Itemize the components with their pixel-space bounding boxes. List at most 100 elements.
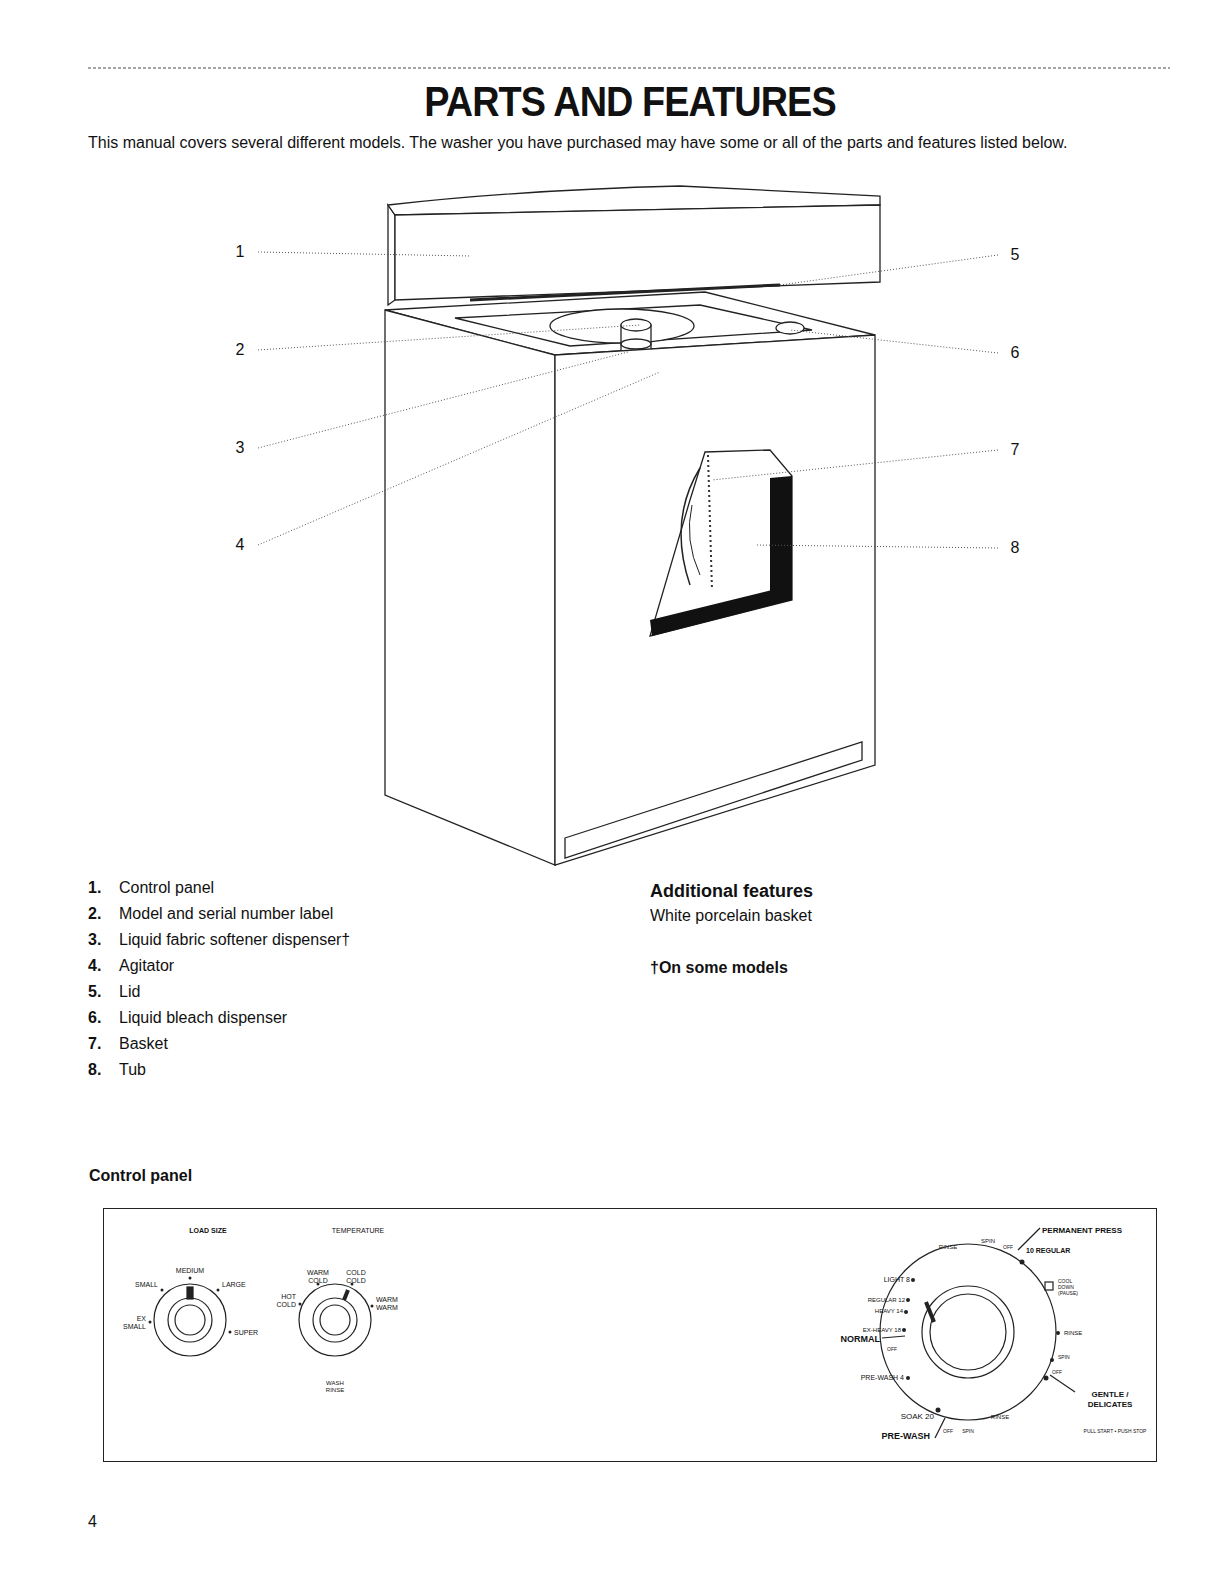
dot <box>936 1408 941 1413</box>
callout-number: 3 <box>236 439 245 457</box>
dial-label: SMALL <box>135 1281 158 1289</box>
footnote: †On some models <box>650 959 788 977</box>
leader-line <box>258 352 628 448</box>
dial-label: GENTLE / DELICATES <box>1075 1390 1145 1408</box>
leader-line <box>790 330 998 353</box>
dial-label: OFF <box>1003 1245 1013 1251</box>
dot <box>161 1289 164 1292</box>
dial-label: PRE-WASH 4 <box>861 1374 904 1382</box>
dial-label: SPIN <box>1058 1355 1070 1361</box>
dial-pointer <box>926 1302 934 1322</box>
console-front <box>395 205 880 300</box>
callout-number: 2 <box>236 341 245 359</box>
dial-label: RINSE <box>991 1414 1009 1421</box>
part-name: Control panel <box>119 879 214 897</box>
leader-line <box>755 545 998 548</box>
dial-label: EX-HEAVY 18 <box>863 1327 901 1334</box>
washer-body <box>385 186 880 865</box>
lid-edge <box>470 285 780 300</box>
callout-number: 7 <box>1011 441 1020 459</box>
agitator-ring <box>621 339 651 349</box>
dot <box>1056 1331 1060 1335</box>
dial-label: WARM COLD <box>303 1269 333 1285</box>
dial-label: PULL START • PUSH STOP <box>1084 1429 1147 1435</box>
dot <box>229 1331 232 1334</box>
dial-dots <box>149 1260 1061 1413</box>
dial-label: EX SMALL <box>120 1315 146 1331</box>
dial-label: OFF <box>943 1429 953 1435</box>
dial-label: 10 REGULAR <box>1026 1247 1070 1255</box>
leader-lines <box>258 252 998 548</box>
tub-wall <box>770 476 792 604</box>
page-title: PARTS AND FEATURES <box>424 78 836 126</box>
dial-label: PERMANENT PRESS <box>1042 1226 1122 1235</box>
dial-label: COLD COLD <box>341 1269 371 1285</box>
dial-label: WARM WARM <box>376 1296 408 1312</box>
dial-label: OFF <box>887 1347 897 1353</box>
feature-text: White porcelain basket <box>650 907 812 925</box>
dot <box>299 1303 302 1306</box>
dial-label: HOT COLD <box>270 1293 296 1309</box>
callout-number: 6 <box>1011 344 1020 362</box>
dial-label: LARGE <box>222 1281 246 1289</box>
dial-knob <box>168 1298 212 1342</box>
cutaway-detail <box>650 455 792 636</box>
leader-line <box>258 325 640 350</box>
part-name: Lid <box>119 983 140 1001</box>
dot <box>1020 1260 1025 1265</box>
panel-frame: Control panel <box>103 1208 1157 1462</box>
part-name: Agitator <box>119 957 174 975</box>
agitator-section <box>689 505 700 575</box>
dot <box>149 1321 152 1324</box>
page-number: 4 <box>88 1513 97 1531</box>
dial-label: NORMAL <box>841 1334 881 1344</box>
dial-label: RINSE <box>1064 1330 1082 1337</box>
callout-number: 1 <box>236 243 245 261</box>
cutaway <box>650 450 792 636</box>
dial-label: PRE-WASH <box>881 1431 930 1441</box>
kickplate <box>565 742 862 858</box>
dot <box>1050 1358 1054 1362</box>
dot <box>189 1277 192 1280</box>
dot <box>217 1289 220 1292</box>
cycle-dial <box>880 1244 1056 1420</box>
dial-label: LIGHT 8 <box>884 1276 910 1284</box>
dot <box>906 1376 910 1380</box>
control-dials <box>154 1228 1075 1438</box>
dial-tick <box>882 1336 905 1338</box>
cabinet-front <box>555 335 875 865</box>
dial-knob <box>313 1298 357 1342</box>
dial-label: RINSE <box>939 1244 957 1251</box>
intro-text: This manual covers several different mod… <box>88 134 1163 152</box>
tub-floor <box>650 585 792 636</box>
part-number: 4. <box>88 957 101 975</box>
part-number: 6. <box>88 1009 101 1027</box>
dial-label: HEAVY 14 <box>875 1308 903 1315</box>
dial-label: WASH RINSE <box>322 1380 348 1394</box>
dial-label: MEDIUM <box>176 1267 204 1275</box>
dot <box>906 1298 910 1302</box>
dial-label: LOAD SIZE <box>189 1227 226 1235</box>
load-size-dial <box>154 1284 226 1356</box>
dial-knob <box>175 1305 205 1335</box>
dot <box>1044 1376 1049 1381</box>
dot <box>371 1305 374 1308</box>
part-name: Liquid bleach dispenser <box>119 1009 287 1027</box>
leader-line <box>258 252 470 256</box>
dial-label: SOAK 20 <box>901 1412 934 1421</box>
part-name: Model and serial number label <box>119 905 333 923</box>
bleach-dispenser <box>776 322 804 334</box>
dot <box>904 1310 908 1314</box>
dial-label: REGULAR 12 <box>868 1297 905 1304</box>
dial-label: SPIN <box>962 1429 974 1435</box>
part-number: 5. <box>88 983 101 1001</box>
part-number: 7. <box>88 1035 101 1053</box>
part-number: 2. <box>88 905 101 923</box>
part-name: Basket <box>119 1035 168 1053</box>
part-name: Liquid fabric softener dispenser† <box>119 931 350 949</box>
part-number: 3. <box>88 931 101 949</box>
dial-pointer <box>187 1287 193 1299</box>
dial-knob <box>930 1294 1006 1370</box>
